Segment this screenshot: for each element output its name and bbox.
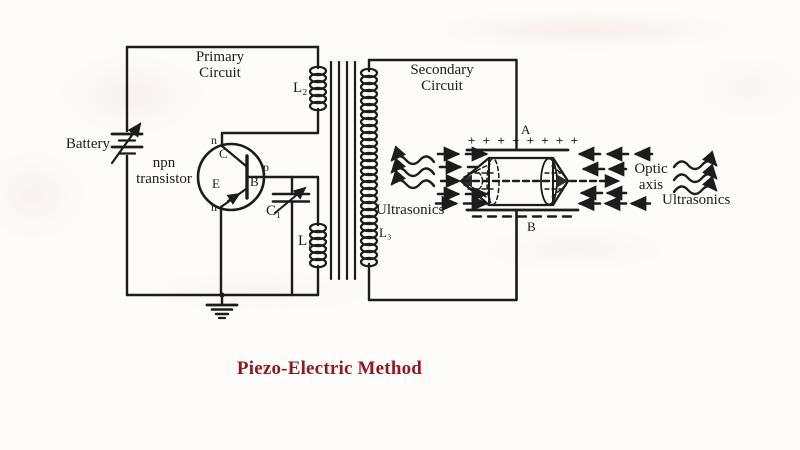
electrode-b-label: B	[527, 219, 536, 234]
capacitor-c1-symbol	[271, 186, 311, 214]
primary-circuit-label-line2: Circuit	[199, 64, 241, 81]
primary-circuit-label: Primary Circuit	[172, 49, 268, 82]
transistor-emitter-label: E	[212, 176, 220, 191]
vibration-arrows-left	[434, 146, 489, 212]
ground-symbol	[205, 292, 239, 320]
transistor-p-label: p	[263, 160, 269, 174]
battery-symbol	[110, 122, 144, 165]
secondary-circuit-label-line2: Circuit	[421, 77, 463, 94]
transistor-collector-label: C	[219, 146, 228, 161]
positive-charge-row: + + + + + + + +	[468, 133, 581, 148]
transistor-n-top-label: n	[211, 133, 217, 147]
optic-axis-label-line2: axis	[638, 176, 664, 193]
inductor-l2-label: L₂	[293, 80, 308, 96]
transistor-label-line1: npn	[152, 155, 176, 171]
electrode-plate-b	[465, 208, 580, 302]
primary-circuit-label-line1: Primary	[195, 49, 245, 65]
secondary-circuit-label: Secondary Circuit	[394, 62, 490, 95]
ultrasonics-label-right: Ultrasonics	[662, 192, 731, 208]
electrode-a-label: A	[521, 122, 531, 137]
inductor-l1-label: L₁	[298, 233, 313, 249]
coil-l3	[359, 67, 379, 268]
vibration-arrows-right	[577, 146, 654, 212]
battery-label: Battery	[65, 136, 110, 152]
ultrasonics-label-left: Ultrasonics	[376, 202, 445, 218]
ultrasonic-waves-left	[390, 145, 436, 190]
optic-axis-label: Optic axis	[626, 161, 676, 194]
capacitor-c1-label: C₁	[266, 203, 282, 219]
transistor-base-label: B	[250, 174, 259, 189]
transistor-n-bottom-label: n	[211, 200, 217, 214]
transistor-label-line2: transistor	[136, 170, 192, 187]
optic-axis-label-line1: Optic	[634, 161, 668, 177]
secondary-circuit-label-line1: Secondary	[410, 62, 474, 78]
transistor-symbol	[196, 142, 266, 212]
inductor-l3-label: L₃	[379, 225, 392, 240]
transformer-core	[329, 60, 357, 281]
figure-title: Piezo-Electric Method	[236, 358, 423, 379]
transistor-label: npn transistor	[130, 155, 198, 188]
ultrasonic-waves-right	[672, 150, 718, 196]
coil-l2	[308, 65, 328, 112]
